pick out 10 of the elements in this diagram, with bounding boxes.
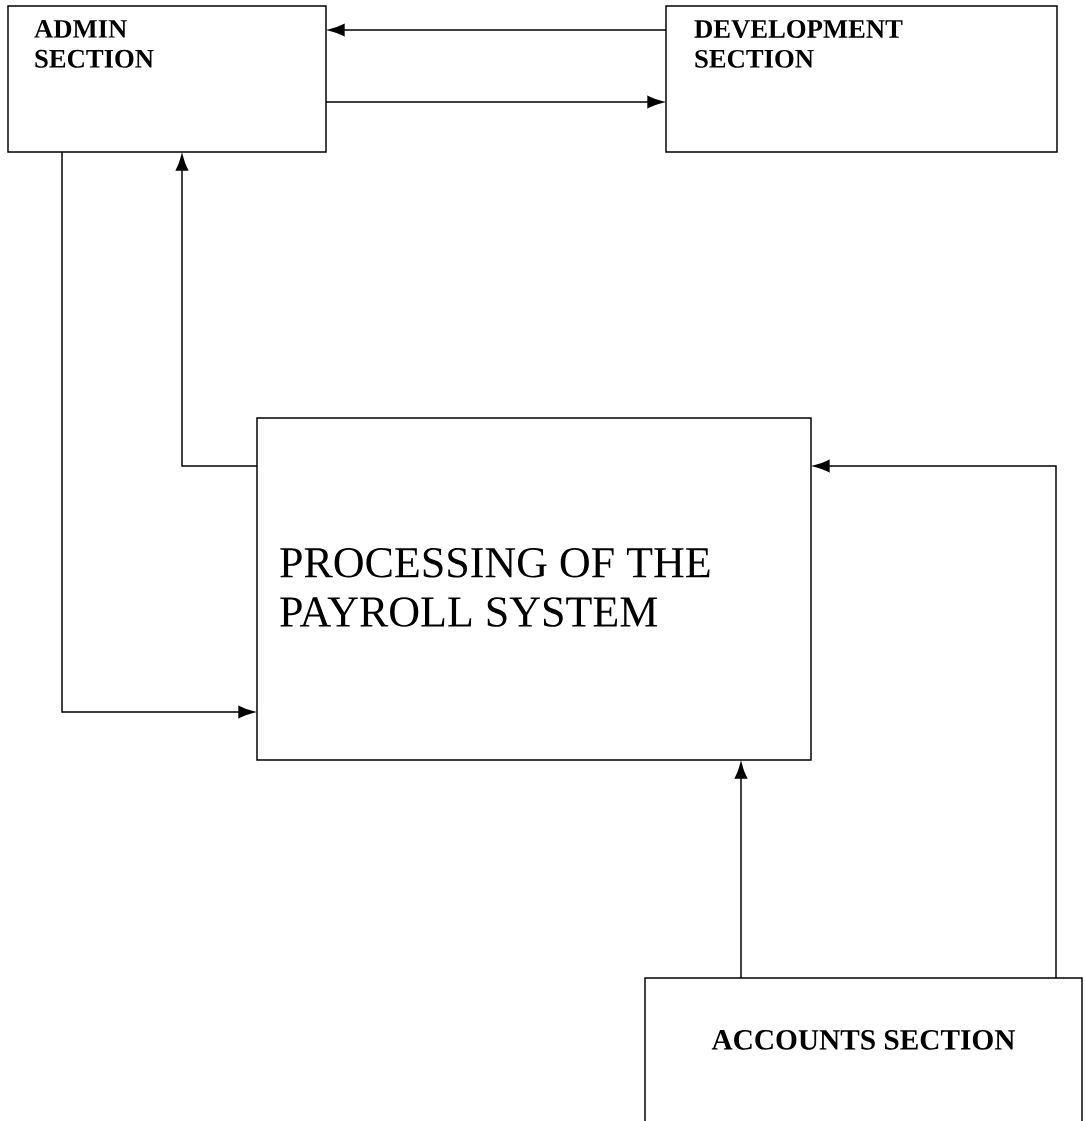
arrow — [325, 95, 664, 109]
arrow — [61, 151, 255, 719]
process-box: DEVELOPMENT SECTION — [665, 5, 1058, 153]
arrow — [175, 154, 258, 467]
process-box: ACCOUNTS SECTION — [644, 977, 1083, 1121]
process-box: ADMIN SECTION — [7, 5, 327, 153]
arrow — [328, 23, 667, 37]
process-box: PROCESSING OF THE PAYROLL SYSTEM — [256, 417, 812, 761]
arrow — [813, 459, 1057, 979]
arrow — [734, 762, 748, 979]
